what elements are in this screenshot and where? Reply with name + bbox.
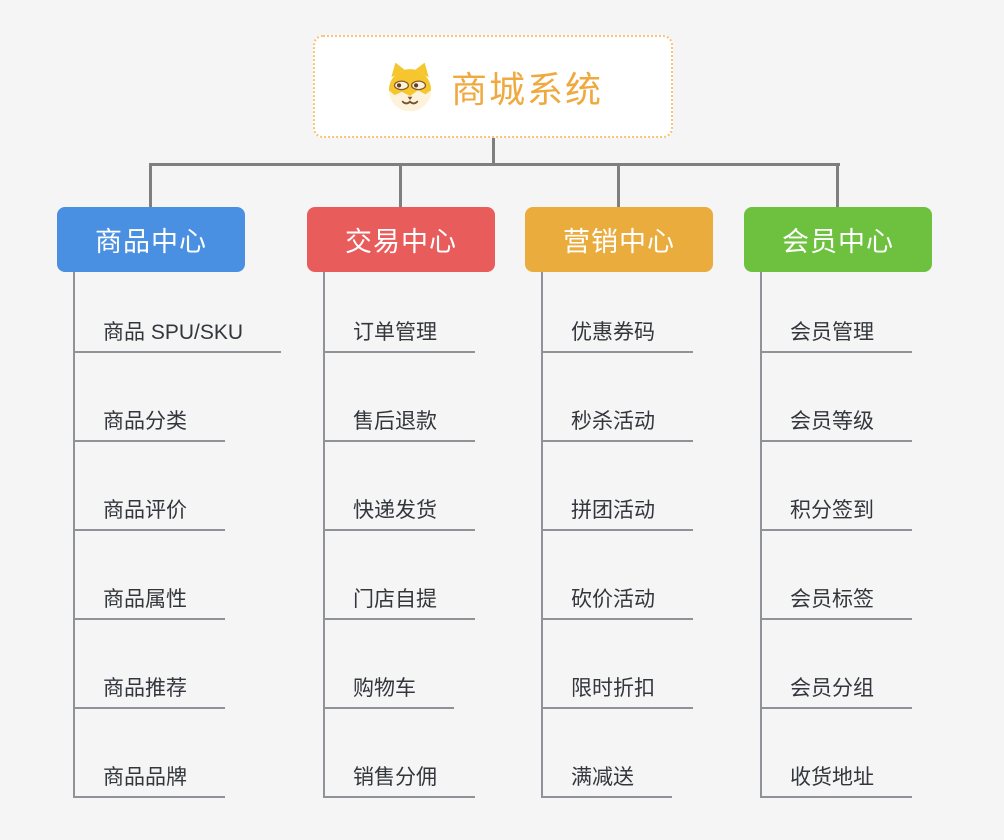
child-row: 会员管理 [762,272,932,353]
child-row: 满减送 [543,709,713,798]
child-row: 商品分类 [75,353,245,442]
child-row: 门店自提 [325,531,495,620]
connector-rail [150,163,840,166]
child-topic[interactable]: 会员分组 [762,676,912,709]
child-topic[interactable]: 商品分类 [75,409,225,442]
child-row: 订单管理 [325,272,495,353]
branch-topic[interactable]: 交易中心 [307,207,495,272]
branch: 商品中心 商品 SPU/SKU 商品分类 商品评价 商品属性 商品推荐 商品品牌 [57,163,282,798]
branch-topic-label: 商品中心 [95,227,207,257]
child-row: 砍价活动 [543,531,713,620]
child-topic[interactable]: 商品推荐 [75,676,225,709]
branch-topic-label: 交易中心 [345,227,457,257]
child-topic[interactable]: 订单管理 [325,320,475,353]
child-row: 会员等级 [762,353,932,442]
branch-topic[interactable]: 会员中心 [744,207,932,272]
child-row: 商品评价 [75,442,245,531]
child-row: 会员分组 [762,620,932,709]
branch-topic[interactable]: 营销中心 [525,207,713,272]
branch-topic[interactable]: 商品中心 [57,207,245,272]
child-topic[interactable]: 商品品牌 [75,765,225,798]
child-topic[interactable]: 购物车 [325,676,454,709]
child-row: 优惠券码 [543,272,713,353]
branch-topic-label: 营销中心 [563,227,675,257]
child-topic[interactable]: 商品属性 [75,587,225,620]
root-topic[interactable]: 商城系统 [313,35,673,138]
child-row: 商品品牌 [75,709,245,798]
branch-children: 订单管理 售后退款 快递发货 门店自提 购物车 销售分佣 [323,272,495,798]
child-topic[interactable]: 会员标签 [762,587,912,620]
child-row: 商品推荐 [75,620,245,709]
child-topic[interactable]: 商品 SPU/SKU [75,320,282,353]
child-row: 销售分佣 [325,709,495,798]
child-topic[interactable]: 会员管理 [762,320,912,353]
child-row: 售后退款 [325,353,495,442]
root-topic-label: 商城系统 [450,68,603,110]
branch: 会员中心 会员管理 会员等级 积分签到 会员标签 会员分组 收货地址 [744,163,932,798]
child-row: 商品属性 [75,531,245,620]
child-row: 收货地址 [762,709,932,798]
child-topic[interactable]: 积分签到 [762,498,912,531]
child-topic[interactable]: 商品评价 [75,498,225,531]
child-row: 快递发货 [325,442,495,531]
doge-icon [388,62,432,111]
branch: 交易中心 订单管理 售后退款 快递发货 门店自提 购物车 销售分佣 [307,163,495,798]
child-topic[interactable]: 会员等级 [762,409,912,442]
child-row: 拼团活动 [543,442,713,531]
child-row: 商品 SPU/SKU [75,272,282,353]
child-topic[interactable]: 销售分佣 [325,765,475,798]
branch-children: 商品 SPU/SKU 商品分类 商品评价 商品属性 商品推荐 商品品牌 [73,272,282,798]
child-topic[interactable]: 满减送 [543,765,672,798]
child-row: 秒杀活动 [543,353,713,442]
child-row: 购物车 [325,620,495,709]
child-topic[interactable]: 快递发货 [325,498,475,531]
child-topic[interactable]: 售后退款 [325,409,475,442]
child-topic[interactable]: 拼团活动 [543,498,693,531]
child-row: 限时折扣 [543,620,713,709]
child-topic[interactable]: 门店自提 [325,587,475,620]
child-topic[interactable]: 限时折扣 [543,676,693,709]
child-topic[interactable]: 收货地址 [762,765,912,798]
branch-children: 优惠券码 秒杀活动 拼团活动 砍价活动 限时折扣 满减送 [541,272,713,798]
child-row: 积分签到 [762,442,932,531]
child-topic[interactable]: 优惠券码 [543,320,693,353]
child-row: 会员标签 [762,531,932,620]
child-topic[interactable]: 秒杀活动 [543,409,693,442]
connector-root-stub [492,137,495,166]
branch-children: 会员管理 会员等级 积分签到 会员标签 会员分组 收货地址 [760,272,932,798]
child-topic[interactable]: 砍价活动 [543,587,693,620]
branch-topic-label: 会员中心 [782,227,894,257]
branch: 营销中心 优惠券码 秒杀活动 拼团活动 砍价活动 限时折扣 满减送 [525,163,713,798]
